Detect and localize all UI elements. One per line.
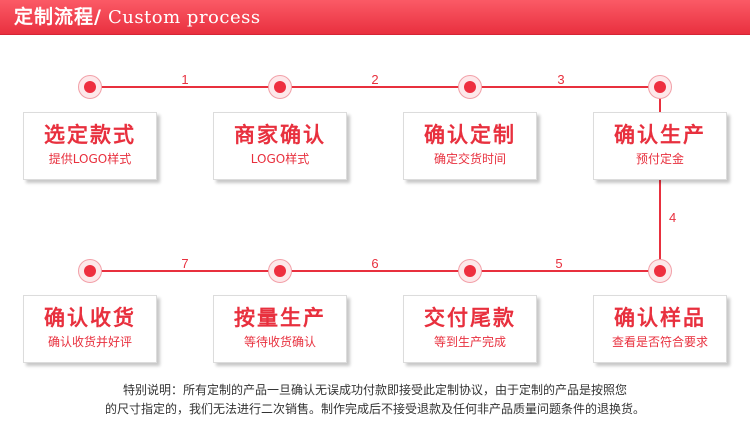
note-line-2: 的尺寸指定的，我们无法进行二次销售。制作完成后不接受退款及任何非产品质量问题条件… <box>104 402 645 416</box>
header-title-cn: 定制流程/ <box>14 6 102 28</box>
step-node-4 <box>648 75 672 99</box>
step-desc: 等到生产完成 <box>433 335 506 349</box>
step-box-6: 交付尾款 等到生产完成 <box>403 295 537 363</box>
step-title: 选定款式 <box>44 123 136 147</box>
step-title: 确认样品 <box>614 306 706 330</box>
step-node-7 <box>268 259 292 283</box>
step-box-3: 确认定制 确定交货时间 <box>403 112 537 180</box>
step-desc: 提供LOGO样式 <box>48 152 132 166</box>
step-node-1 <box>78 75 102 99</box>
step-box-5: 确认样品 查看是否符合要求 <box>593 295 727 363</box>
step-box-8: 确认收货 确认收货并好评 <box>23 295 157 363</box>
step-title: 确认定制 <box>424 123 516 147</box>
connector-number-1: 1 <box>181 72 189 87</box>
step-title: 商家确认 <box>234 123 326 147</box>
step-desc: 等待收货确认 <box>243 335 316 349</box>
header-title: 定制流程/Custom process <box>14 4 261 31</box>
step-title: 确认收货 <box>44 306 136 330</box>
step-desc: 确定交货时间 <box>433 152 506 166</box>
step-title: 交付尾款 <box>424 306 516 330</box>
step-box-2: 商家确认 LOGO样式 <box>213 112 347 180</box>
connector-number-3: 3 <box>557 72 565 87</box>
connector-number-2: 2 <box>371 72 379 87</box>
header-subtitle: Custom process <box>107 7 261 28</box>
connector-number-5: 5 <box>555 256 563 271</box>
step-node-5 <box>648 259 672 283</box>
step-box-4: 确认生产 预付定金 <box>593 112 727 180</box>
page-header: 定制流程/Custom process <box>0 0 750 35</box>
step-desc: LOGO样式 <box>250 152 310 166</box>
connector-number-6: 6 <box>371 256 379 271</box>
step-desc: 查看是否符合要求 <box>611 335 708 349</box>
connector-line-row2 <box>90 270 660 272</box>
connector-number-4: 4 <box>669 210 677 225</box>
step-title: 确认生产 <box>614 123 706 147</box>
step-node-6 <box>458 259 482 283</box>
step-box-7: 按量生产 等待收货确认 <box>213 295 347 363</box>
connector-line-row1 <box>90 86 660 88</box>
step-node-3 <box>458 75 482 99</box>
step-title: 按量生产 <box>234 306 326 330</box>
step-node-8 <box>78 259 102 283</box>
note-line-1: 特别说明：所有定制的产品一旦确认无误成功付款即接受此定制协议，由于定制的产品是按… <box>122 383 627 397</box>
connector-number-7: 7 <box>181 256 189 271</box>
step-desc: 预付定金 <box>635 152 684 166</box>
step-box-1: 选定款式 提供LOGO样式 <box>23 112 157 180</box>
step-desc: 确认收货并好评 <box>47 335 132 349</box>
step-node-2 <box>268 75 292 99</box>
